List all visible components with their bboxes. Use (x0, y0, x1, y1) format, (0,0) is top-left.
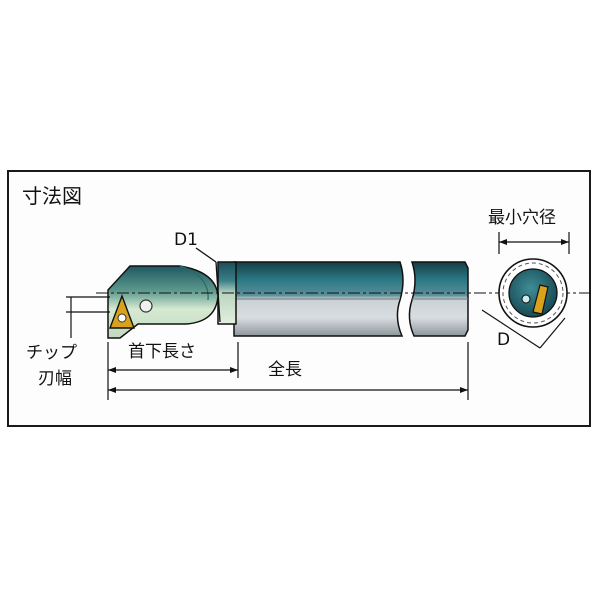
tip-width-label-line1: チップ (26, 343, 77, 363)
insert (108, 294, 136, 329)
overall-length-dimension (108, 342, 469, 400)
d-dimension (481, 309, 566, 349)
min-bore-label: 最小穴径 (488, 208, 556, 228)
title-label: 寸法図 (22, 184, 82, 208)
min-bore-dimension (498, 232, 570, 254)
tip-width-label-line2: 刃幅 (38, 369, 72, 389)
overall-length-label: 全長 (268, 360, 302, 380)
d1-dimension (195, 247, 221, 323)
end-view (498, 258, 568, 328)
tip-width-dimension (66, 296, 110, 338)
neck-length-label: 首下長さ (128, 342, 196, 362)
d1-label: D1 (174, 230, 198, 250)
neck-length-dimension (107, 342, 239, 400)
d-label: D (497, 330, 511, 350)
shank (233, 261, 469, 337)
